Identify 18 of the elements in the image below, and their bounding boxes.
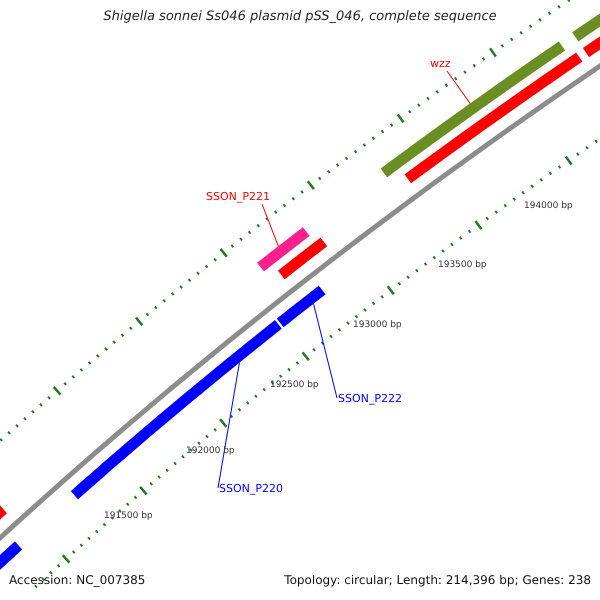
leader-line — [313, 303, 338, 398]
gene-label: wzz — [430, 58, 451, 70]
leader-line — [218, 362, 240, 488]
info-text: Topology: circular; Length: 214,396 bp; Genes: 238 — [284, 574, 591, 588]
gene-bar — [256, 227, 310, 272]
scale-label: 193500 bp — [438, 261, 487, 271]
gene-bar — [380, 41, 566, 178]
title: Shigella sonnei Ss046 plasmid pSS_046, complete sequence — [103, 9, 497, 24]
gene-label: SSON_P221 — [206, 191, 270, 204]
scale-label: 192500 bp — [270, 381, 319, 391]
scale-label: 194000 bp — [524, 202, 573, 212]
scale-label: 193000 bp — [353, 321, 402, 331]
leader-line — [262, 204, 279, 247]
gene-label: SSON_P222 — [338, 393, 402, 406]
gene-bar — [276, 286, 326, 328]
scale-label: 191500 bp — [104, 512, 153, 522]
leader-line — [446, 70, 471, 104]
accession-text: Accession: NC_007385 — [9, 574, 146, 588]
